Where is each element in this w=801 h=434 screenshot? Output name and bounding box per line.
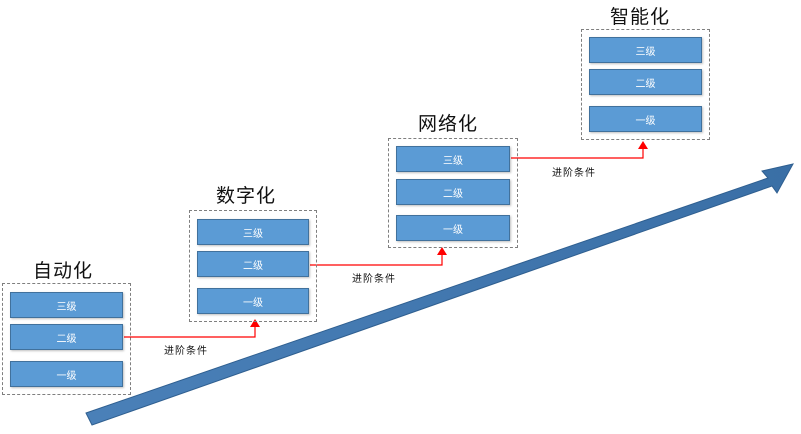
level-2-box: 二级 bbox=[197, 251, 309, 277]
connector-arrow-1 bbox=[124, 319, 260, 338]
level-3-box: 三级 bbox=[197, 219, 309, 245]
stage-title-digitalization: 数字化 bbox=[216, 185, 277, 207]
stage-title-automation: 自动化 bbox=[33, 260, 94, 282]
level-1-box: 一级 bbox=[197, 288, 309, 314]
stage-box-automation: 三级 二级 一级 bbox=[2, 283, 131, 395]
stage-box-intelligence: 三级 二级 一级 bbox=[581, 29, 710, 140]
level-1-box: 一级 bbox=[396, 215, 510, 241]
connector-arrow-3 bbox=[511, 141, 648, 159]
level-3-box: 三级 bbox=[589, 37, 702, 63]
trend-arrow bbox=[85, 163, 794, 426]
level-2-box: 二级 bbox=[589, 69, 702, 95]
stage-title-networking: 网络化 bbox=[418, 113, 479, 135]
level-3-box: 三级 bbox=[10, 292, 123, 318]
advance-condition-label-3: 进阶条件 bbox=[552, 168, 596, 179]
level-1-box: 一级 bbox=[589, 106, 702, 132]
stage-box-digitalization: 三级 二级 一级 bbox=[189, 210, 317, 322]
level-3-box: 三级 bbox=[396, 146, 510, 172]
stage-title-intelligence: 智能化 bbox=[610, 6, 671, 28]
advance-condition-label-2: 进阶条件 bbox=[352, 274, 396, 285]
level-2-box: 二级 bbox=[10, 324, 123, 350]
level-1-box: 一级 bbox=[10, 361, 123, 387]
stage-box-networking: 三级 二级 一级 bbox=[388, 138, 518, 248]
connector-arrow-2 bbox=[310, 247, 447, 266]
level-2-box: 二级 bbox=[396, 179, 510, 205]
advance-condition-label-1: 进阶条件 bbox=[164, 346, 208, 357]
